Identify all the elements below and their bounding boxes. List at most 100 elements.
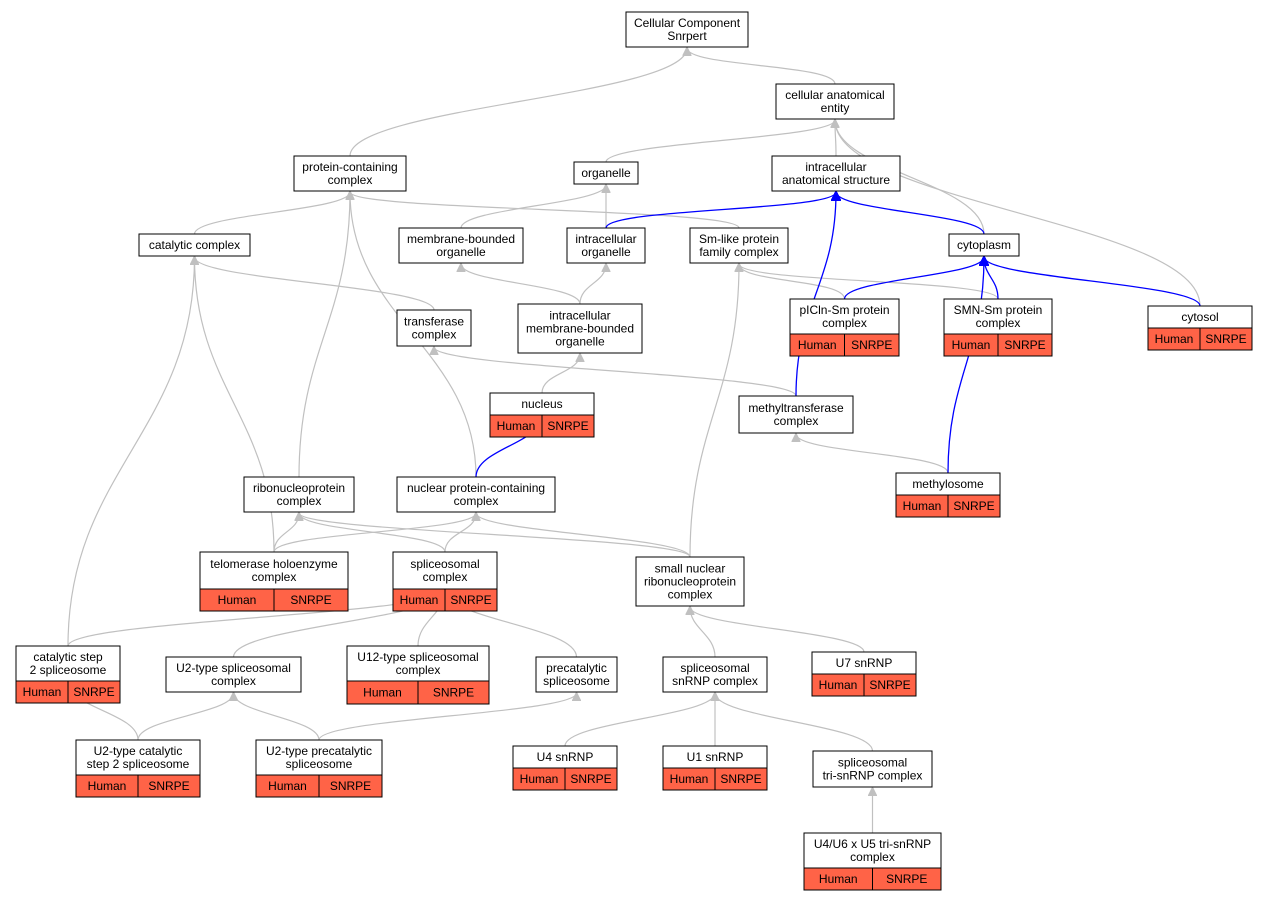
species-label: Human bbox=[520, 772, 559, 786]
node-label-line: methylosome bbox=[912, 477, 984, 491]
part-of-edge-methylosome-to-cyto bbox=[947, 257, 984, 474]
gene-label: SNRPE bbox=[450, 593, 491, 607]
species-label: Human bbox=[88, 779, 127, 793]
node-label-line: complex bbox=[976, 316, 1021, 330]
gene-cell bbox=[541, 414, 595, 438]
is-a-edge-splc-to-npc bbox=[444, 513, 476, 553]
node-box bbox=[75, 739, 201, 776]
is-a-edge-transf-to-cat bbox=[195, 257, 435, 311]
node-label-line: protein-containing bbox=[302, 160, 397, 174]
node-box bbox=[517, 303, 643, 354]
gene-cell bbox=[67, 680, 121, 704]
node-box bbox=[689, 227, 789, 264]
gene-label: SNRPE bbox=[73, 685, 114, 699]
node-label-line: pICln-Sm protein bbox=[799, 303, 889, 317]
is-a-edge-cytosol-to-cae bbox=[835, 120, 1201, 307]
node-cyto[interactable]: cytoplasm bbox=[948, 233, 1020, 257]
gene-label: SNRPE bbox=[570, 772, 611, 786]
is-a-edge-tri-to-ssnrnp bbox=[715, 693, 874, 752]
gene-cell bbox=[863, 673, 917, 697]
node-box bbox=[398, 227, 524, 264]
node-label-line: intracellular bbox=[805, 160, 866, 174]
node-label-line: spliceosomal bbox=[838, 756, 907, 770]
part-of-edge-cytosol-to-cyto bbox=[984, 257, 1201, 307]
node-label-line: Snrpert bbox=[667, 29, 707, 43]
part-of-edge-picln-to-cyto bbox=[843, 257, 985, 300]
gene-label: SNRPE bbox=[1205, 332, 1246, 346]
node-label-line: organelle bbox=[581, 245, 631, 259]
species-label: Human bbox=[23, 685, 62, 699]
species-label: Human bbox=[798, 338, 837, 352]
node-cat[interactable]: catalytic complex bbox=[138, 233, 251, 257]
is-a-edge-nucleus-to-imbo bbox=[541, 354, 580, 394]
node-box bbox=[625, 11, 749, 48]
gene-label: SNRPE bbox=[1004, 338, 1045, 352]
node-label-line: complex bbox=[412, 328, 457, 342]
species-label: Human bbox=[903, 499, 942, 513]
node-label-line: catalytic step bbox=[33, 650, 103, 664]
node-label-line: complex bbox=[277, 494, 322, 508]
gene-label: SNRPE bbox=[290, 593, 331, 607]
node-organelle[interactable]: organelle bbox=[573, 161, 639, 185]
node-box bbox=[535, 656, 618, 693]
node-label-line: ribonucleoprotein bbox=[644, 575, 736, 589]
is-a-edge-telo-to-rnp bbox=[273, 513, 299, 553]
gene-label: SNRPE bbox=[547, 419, 588, 433]
node-label-line: nucleus bbox=[521, 397, 562, 411]
node-label-line: U4 snRNP bbox=[537, 750, 594, 764]
is-a-edge-methylosome-to-mtc bbox=[796, 434, 949, 474]
node-box bbox=[243, 476, 355, 513]
is-a-edge-u2pre-to-precat bbox=[318, 693, 577, 741]
node-box bbox=[15, 645, 121, 682]
gene-cell bbox=[318, 774, 383, 798]
node-label-line: tri-snRNP complex bbox=[823, 769, 923, 783]
node-label-line: organelle bbox=[555, 335, 605, 349]
node-u4[interactable]: U4 snRNP Human SNRPE bbox=[512, 745, 618, 791]
node-label-line: precatalytic bbox=[546, 661, 607, 675]
part-of-edge-mtc-to-ias bbox=[795, 192, 836, 397]
edges-layer bbox=[68, 48, 1201, 833]
node-box bbox=[566, 227, 646, 264]
node-box bbox=[803, 832, 942, 869]
gene-cell bbox=[844, 333, 900, 357]
species-label: Human bbox=[497, 419, 536, 433]
gene-cell bbox=[947, 494, 1001, 518]
is-a-edge-u4-to-ssnrnp bbox=[564, 693, 715, 747]
species-label: Human bbox=[1155, 332, 1194, 346]
node-label-line: anatomical structure bbox=[782, 173, 890, 187]
node-label-line: complex bbox=[396, 663, 441, 677]
